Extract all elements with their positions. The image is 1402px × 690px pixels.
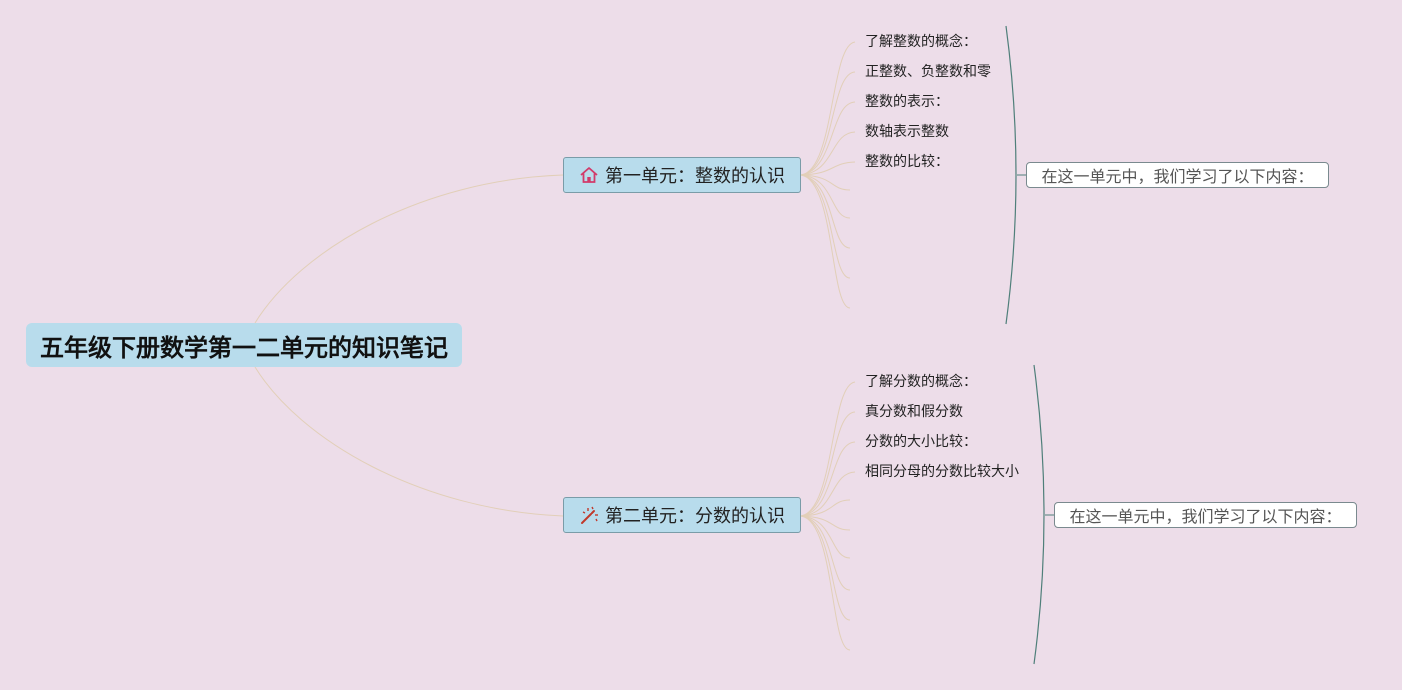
branch-2-label: 第二单元：分数的认识 (605, 506, 785, 527)
branch-unit-1[interactable]: 第一单元：整数的认识 (563, 157, 801, 193)
magic-wand-icon (579, 505, 599, 525)
summary-bracket-1 (1005, 25, 1017, 325)
leaf-2-3[interactable]: 分数的大小比较： (865, 434, 977, 450)
leaf-1-4[interactable]: 数轴表示整数 (865, 124, 949, 140)
leaf-2-2[interactable]: 真分数和假分数 (865, 404, 963, 420)
summary-unit-1[interactable]: 在这一单元中，我们学习了以下内容： (1026, 162, 1329, 188)
leaf-2-4[interactable]: 相同分母的分数比较大小 (865, 464, 1019, 480)
summary-unit-2[interactable]: 在这一单元中，我们学习了以下内容： (1054, 502, 1357, 528)
leaf-1-2[interactable]: 正整数、负整数和零 (865, 64, 991, 80)
branch-unit-2[interactable]: 第二单元：分数的认识 (563, 497, 801, 533)
root-link-branch-2 (254, 366, 564, 517)
summary-1-text: 在这一单元中，我们学习了以下内容： (1041, 167, 1314, 186)
house-icon (579, 165, 599, 185)
branch-1-label: 第一单元：整数的认识 (605, 166, 785, 187)
leaf-1-1[interactable]: 了解整数的概念： (865, 34, 977, 50)
branch-2-leaf-links (800, 381, 856, 651)
branch-1-leaf-links (800, 41, 856, 309)
root-topic[interactable]: 五年级下册数学第一二单元的知识笔记 (26, 323, 462, 367)
summary-2-text: 在这一单元中，我们学习了以下内容： (1069, 507, 1342, 526)
summary-bracket-2 (1033, 364, 1045, 665)
root-title: 五年级下册数学第一二单元的知识笔记 (40, 333, 448, 362)
leaf-1-3[interactable]: 整数的表示： (865, 94, 949, 110)
leaf-1-5[interactable]: 整数的比较： (865, 154, 949, 170)
leaf-2-1[interactable]: 了解分数的概念： (865, 374, 977, 390)
root-link-branch-1 (254, 174, 564, 324)
